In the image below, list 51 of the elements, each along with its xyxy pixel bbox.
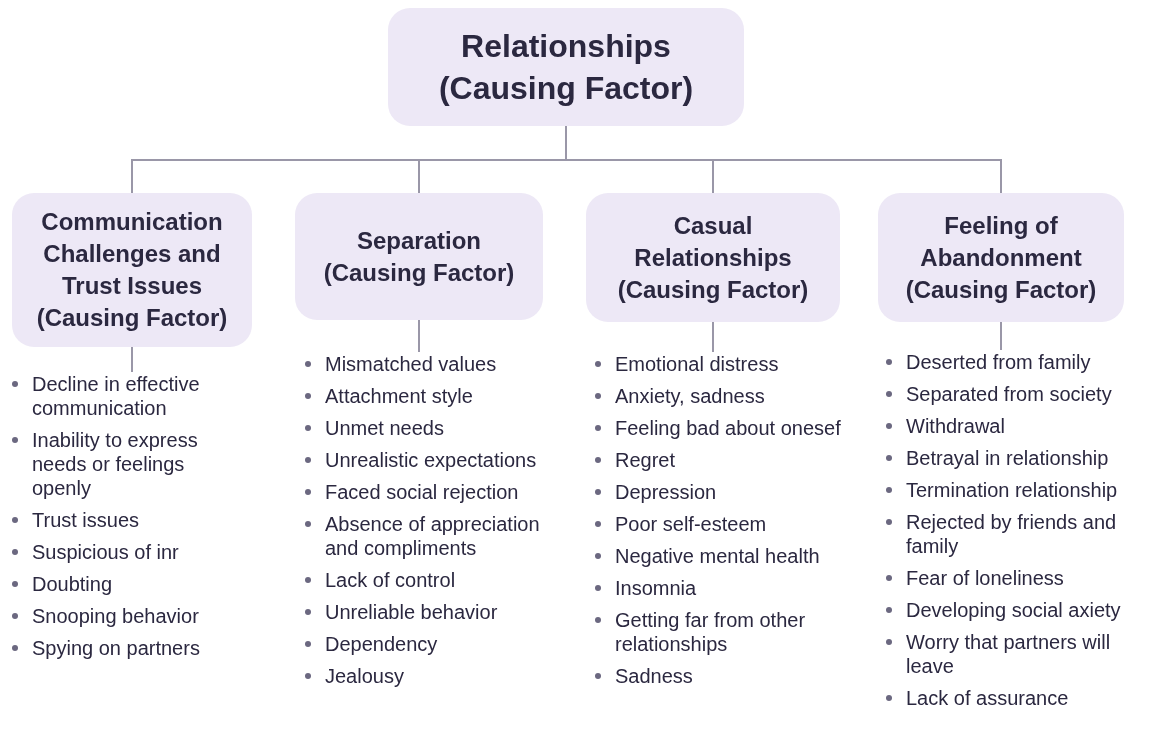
heading-text: Communication Challenges and Trust Issues (Causing Factor) xyxy=(35,207,229,333)
list-item-text: Unrealistic expectations xyxy=(325,448,537,472)
list-item-text: Attachment style xyxy=(325,384,473,408)
list-item-text: Dependency xyxy=(325,632,438,656)
list-item-text: Anxiety, sadness xyxy=(615,384,765,408)
list-item-text: Absence of appreciation and compliments xyxy=(325,512,541,560)
list-item-text: Poor self-esteem xyxy=(615,512,767,536)
list-item-text: Betrayal in relationship xyxy=(906,446,1109,470)
list-item-text: Depression xyxy=(615,480,717,504)
list-item-text: Developing social axiety xyxy=(906,598,1121,622)
list-item-text: Trust issues xyxy=(32,508,140,532)
list-item-text: Jealousy xyxy=(325,664,404,688)
category-box xyxy=(295,193,543,320)
category-box xyxy=(878,193,1124,322)
list-item-text: Feeling bad about onesef xyxy=(615,416,841,440)
list-item-text: Fear of loneliness xyxy=(906,566,1064,590)
list-item-text: Spying on partners xyxy=(32,636,200,660)
list-item-text: Rejected by friends and family xyxy=(906,510,1118,558)
list-item-text: Unmet needs xyxy=(325,416,444,440)
list-item-text: Snooping behavior xyxy=(32,604,199,628)
list-item-text: Decline in effective communication xyxy=(32,372,201,420)
connector-line xyxy=(712,321,714,353)
category-box xyxy=(12,193,252,347)
list-item-text: Mismatched values xyxy=(325,352,497,376)
heading-text: Separation (Causing Factor) xyxy=(322,225,516,288)
list-item-text: Faced social rejection xyxy=(325,480,519,504)
list-item-text: Withdrawal xyxy=(906,414,1005,438)
list-item-text: Negative mental health xyxy=(615,544,820,568)
list-item-text: Sadness xyxy=(615,664,693,688)
connector-line xyxy=(418,319,420,353)
list-item-text: Suspicious of inr xyxy=(32,540,179,564)
heading-text: Feeling of Abandonment (Causing Factor) xyxy=(904,210,1098,305)
list-item-text: Lack of control xyxy=(325,568,456,592)
list-item-text: Regret xyxy=(615,448,676,472)
list-item-text: Unreliable behavior xyxy=(325,600,498,624)
root-box xyxy=(388,8,744,126)
connector-line xyxy=(131,346,133,373)
list-item-text: Worry that partners will leave xyxy=(906,630,1112,678)
list-item-text: Doubting xyxy=(32,572,113,596)
list-item-text: Getting far from other relationships xyxy=(615,608,807,656)
list-item-text: Separated from society xyxy=(906,382,1112,406)
list-item-text: Termination relationship xyxy=(906,478,1118,502)
title-text: Relationships (Causing Factor) xyxy=(437,27,695,108)
connector-line xyxy=(1000,321,1002,351)
list-item-text: Deserted from family xyxy=(906,350,1091,374)
list-item-text: Lack of assurance xyxy=(906,686,1069,710)
heading-text: Casual Relationships (Causing Factor) xyxy=(616,210,810,305)
list-item-text: Emotional distress xyxy=(615,352,779,376)
category-box xyxy=(586,193,840,322)
list-item-text: Inability to express needs or feelings openly xyxy=(32,428,199,500)
list-item-text: Insomnia xyxy=(615,576,697,600)
